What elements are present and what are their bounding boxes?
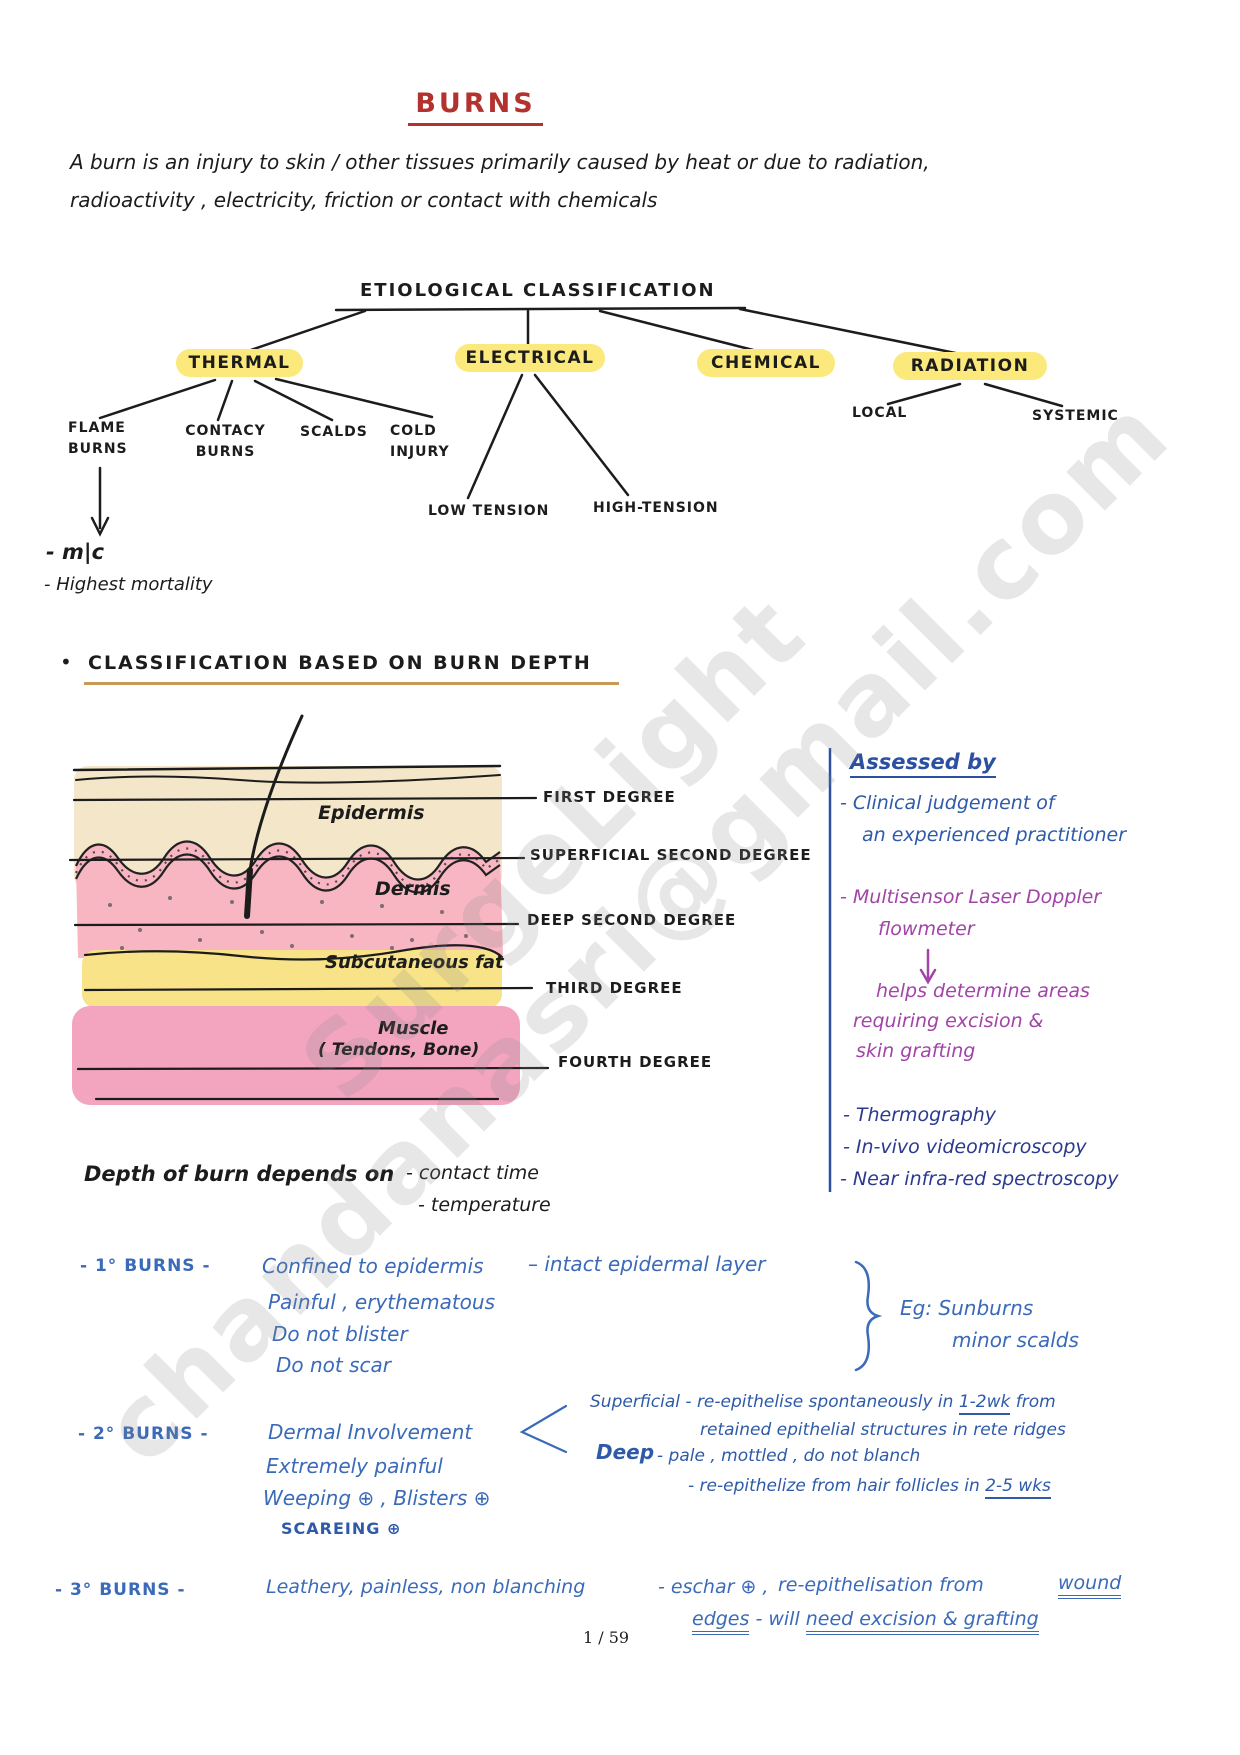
superficial-text-end: from <box>1010 1392 1056 1412</box>
assessed-doppler-note-3: skin grafting <box>856 1040 976 1062</box>
second-degree-superficial-line2: retained epithelial structures in rete r… <box>700 1420 1066 1440</box>
deep-text: - re-epithelize from hair follicles in <box>688 1476 986 1496</box>
page-number: 1 / 59 <box>583 1628 630 1647</box>
assessed-doppler-note-2: requiring excision & <box>853 1010 1044 1032</box>
second-degree-line4: SCAREING ⊕ <box>281 1519 402 1538</box>
section-heading: CLASSIFICATION BASED ON BURN DEPTH <box>88 652 592 674</box>
degree-label-deep-second: DEEP SECOND DEGREE <box>527 911 737 929</box>
assessed-other-nir-spectroscopy: - Near infra-red spectroscopy <box>840 1168 1119 1190</box>
assessed-other-thermography: - Thermography <box>843 1104 997 1126</box>
layer-label-tendons-bone: ( Tendons, Bone) <box>318 1040 480 1060</box>
flame-note-highest-mortality: - Highest mortality <box>44 574 213 595</box>
etiology-root-label: ETIOLOGICAL CLASSIFICATION <box>360 280 716 301</box>
superficial-text: Superficial - re-epithelise spontaneousl… <box>590 1392 959 1412</box>
category-pill-radiation: RADIATION <box>893 352 1047 380</box>
layer-label-dermis: Dermis <box>375 878 451 900</box>
category-pill-chemical: CHEMICAL <box>697 349 835 377</box>
thermal-child-scalds: SCALDS <box>300 424 368 440</box>
second-degree-deep-label: Deep <box>596 1440 655 1464</box>
third-degree-text-1: Leathery, painless, non blanching <box>266 1576 586 1598</box>
layer-label-muscle: Muscle <box>378 1018 449 1039</box>
assessed-doppler-2: flowmeter <box>878 918 975 940</box>
section-bullet: • <box>60 650 72 674</box>
assessed-doppler-note-1: helps determine areas <box>876 980 1090 1002</box>
first-degree-example-2: minor scalds <box>952 1328 1079 1352</box>
second-degree-heading: - 2° BURNS - <box>78 1424 209 1444</box>
depth-factor-contact-time: - contact time <box>406 1162 539 1184</box>
assessed-doppler-1: - Multisensor Laser Doppler <box>840 886 1102 908</box>
degree-label-first: FIRST DEGREE <box>543 788 676 806</box>
layer-label-subcutaneous-fat: Subcutaneous fat <box>325 952 504 973</box>
third-degree-heading: - 3° BURNS - <box>55 1580 186 1600</box>
thermal-child-contact-burns: CONTACY BURNS <box>185 423 266 460</box>
first-degree-line2: Painful , erythematous <box>268 1290 495 1314</box>
first-degree-example-1: Eg: Sunburns <box>900 1296 1034 1320</box>
edges-underlined: edges <box>692 1608 750 1635</box>
line2-mid: - will <box>749 1608 806 1630</box>
excision-grafting-underlined: need excision & grafting <box>805 1608 1039 1635</box>
assessed-title: Assessed by <box>850 750 996 778</box>
second-degree-deep-line1: - pale , mottled , do not blanch <box>657 1446 921 1466</box>
third-degree-text-2: re-epithelisation from <box>778 1574 984 1596</box>
second-degree-main: Dermal Involvement <box>268 1420 473 1444</box>
second-degree-line2: Extremely painful <box>266 1454 443 1478</box>
deep-duration: 2-5 wks <box>985 1476 1051 1499</box>
category-pill-electrical: ELECTRICAL <box>455 344 605 372</box>
layer-label-epidermis: Epidermis <box>318 802 425 824</box>
page-title: BURNS <box>408 88 543 126</box>
degree-label-third: THIRD DEGREE <box>546 979 683 997</box>
first-degree-line1a: Confined to epidermis <box>262 1254 484 1278</box>
second-degree-deep-line2: - re-epithelize from hair follicles in 2… <box>688 1476 1051 1499</box>
intro-line-2: radioactivity , electricity, friction or… <box>70 188 658 212</box>
radiation-child-local: LOCAL <box>852 405 908 421</box>
first-degree-heading: - 1° BURNS - <box>80 1256 211 1276</box>
category-pill-thermal: THERMAL <box>176 349 303 377</box>
first-degree-line4: Do not scar <box>276 1353 391 1377</box>
third-degree-eschar: - eschar ⊕ , <box>658 1576 769 1598</box>
electrical-child-high-tension: HIGH-TENSION <box>593 500 719 516</box>
degree-label-superficial-second: SUPERFICIAL SECOND DEGREE <box>530 846 812 864</box>
section-heading-underline <box>84 682 619 685</box>
first-degree-line3: Do not blister <box>272 1322 408 1346</box>
second-degree-line3: Weeping ⊕ , Blisters ⊕ <box>263 1486 491 1510</box>
thermal-child-flame-burns: FLAME BURNS <box>68 420 128 457</box>
assessed-clinical-1: - Clinical judgement of <box>840 792 1055 814</box>
electrical-child-low-tension: LOW TENSION <box>428 503 550 519</box>
third-degree-line2: edges - will need excision & grafting <box>692 1608 1039 1635</box>
radiation-child-systemic: SYSTEMIC <box>1032 408 1119 424</box>
intro-line-1: A burn is an injury to skin / other tiss… <box>70 150 930 174</box>
depth-factor-temperature: - temperature <box>418 1194 551 1216</box>
flame-note-most-common: - m|c <box>46 540 105 564</box>
assessed-other-videomicroscopy: - In-vivo videomicroscopy <box>843 1136 1087 1158</box>
third-degree-wound-underlined: wound <box>1058 1572 1122 1599</box>
second-degree-superficial-line1: Superficial - re-epithelise spontaneousl… <box>590 1392 1056 1415</box>
superficial-duration: 1-2wk <box>958 1392 1011 1415</box>
thermal-child-cold-injury: COLD INJURY <box>390 423 450 460</box>
depth-depends-label: Depth of burn depends on <box>84 1162 395 1186</box>
first-degree-line1b: – intact epidermal layer <box>528 1252 766 1276</box>
degree-label-fourth: FOURTH DEGREE <box>558 1053 713 1071</box>
assessed-clinical-2: an experienced practitioner <box>862 824 1127 846</box>
